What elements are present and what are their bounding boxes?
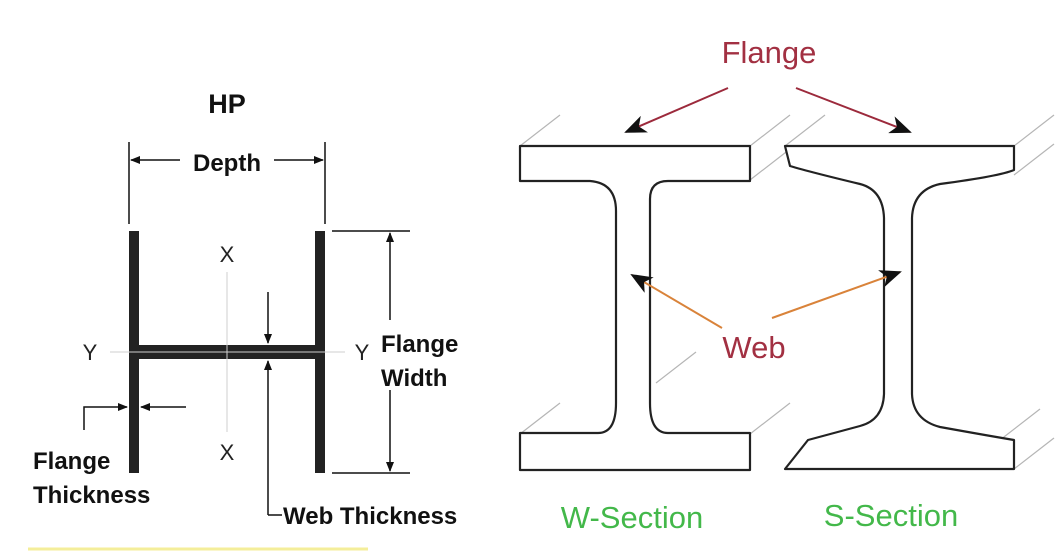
depth-label: Depth [193,150,261,177]
flange-arrow-w [624,87,729,133]
hp-section-drawing: HP Depth X X Y Y Flange Width Flange Thi… [33,89,458,530]
w-section-label: W-Section [561,500,703,535]
flange-width-label-line1: Flange [381,331,458,358]
axis-x-bottom-label: X [220,440,235,465]
flange-arrow-s [795,87,912,134]
flange-width-label-line2: Width [381,365,447,392]
flange-thickness-leader [83,403,128,430]
w-section-outline [518,144,752,472]
flange-thickness-label-line1: Flange [33,448,110,475]
s-section-label: S-Section [824,498,958,533]
web-arrow-w [630,273,723,329]
s-section-outline [783,144,1016,471]
flange-label: Flange [722,35,817,70]
axis-y-left-label: Y [83,340,98,365]
axis-x-top-label: X [220,242,235,267]
w-section-drawing [518,114,791,472]
web-label: Web [722,330,785,365]
web-arrow-s [771,270,902,319]
axis-y-right-label: Y [355,340,370,365]
web-thickness-label: Web Thickness [283,503,457,530]
hp-title: HP [208,89,246,119]
s-section-drawing [783,114,1055,471]
flange-thickness-label-line2: Thickness [33,482,150,509]
